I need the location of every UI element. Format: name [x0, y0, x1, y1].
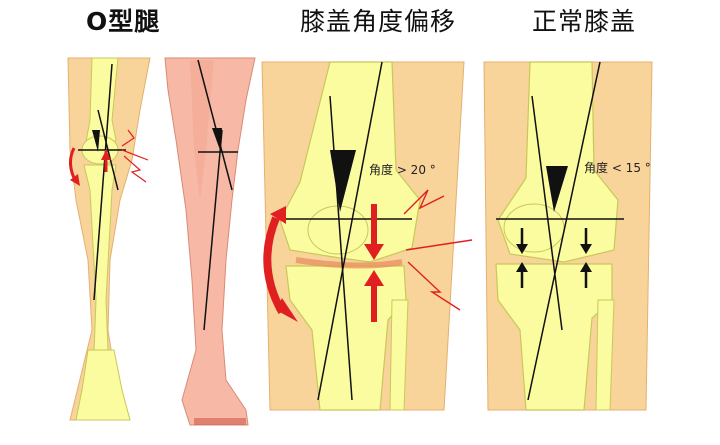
angle-label-normal: 角度 < 15 ° [584, 161, 651, 175]
offset-joint-gap [295, 257, 403, 269]
normal-axis-line [527, 61, 601, 401]
pain-burst-icon [121, 129, 149, 183]
offset-knee-panel [261, 61, 473, 411]
compression-arrow-head-icon-3 [580, 244, 592, 254]
compression-arrow-head-icon [101, 150, 111, 160]
o-leg-skeleton-leg [67, 57, 151, 421]
rotation-arrow-head-icon [270, 206, 286, 224]
o-leg-axis-line [93, 63, 113, 301]
offset-axis-line-2 [329, 95, 353, 401]
title-o-leg: O型腿 [86, 7, 161, 36]
angle-label-offset: 角度 > 20 ° [369, 163, 436, 177]
title-knee-offset: 膝盖角度偏移 [300, 7, 457, 36]
pain-burst-icon [403, 189, 473, 311]
pink-leg-thigh [164, 57, 256, 426]
pink-leg-shade [190, 60, 214, 200]
compression-arrow-head-icon-4 [580, 262, 592, 272]
compression-arrow-head-icon-2 [364, 270, 384, 286]
normal-axis-line-2 [531, 95, 563, 331]
rotation-arrow-head-icon-2 [276, 298, 298, 322]
normal-knee-panel [483, 61, 653, 411]
pink-leg-axis-line [197, 59, 233, 191]
angle-wedge-icon [330, 150, 356, 212]
angle-wedge-icon [212, 128, 222, 150]
angle-wedge-icon [92, 130, 100, 152]
offset-axis-line [317, 61, 383, 401]
rotation-arrow-head-icon [70, 174, 80, 186]
o-leg-foot [75, 349, 131, 421]
offset-fibula [389, 299, 409, 411]
pink-leg [164, 57, 256, 426]
pink-leg-toes [194, 418, 246, 425]
pink-leg-axis-line-2 [203, 129, 223, 331]
title-normal-knee: 正常膝盖 [532, 7, 637, 36]
normal-tibia [495, 263, 613, 411]
normal-patella [503, 203, 565, 253]
compression-arrow-head-icon [516, 244, 528, 254]
normal-fibula [595, 299, 615, 411]
compression-arrow-head-icon [364, 244, 384, 260]
rotation-arrow-icon [263, 216, 286, 314]
angle-wedge-icon [546, 166, 568, 212]
compression-arrow-head-icon-2 [516, 262, 528, 272]
